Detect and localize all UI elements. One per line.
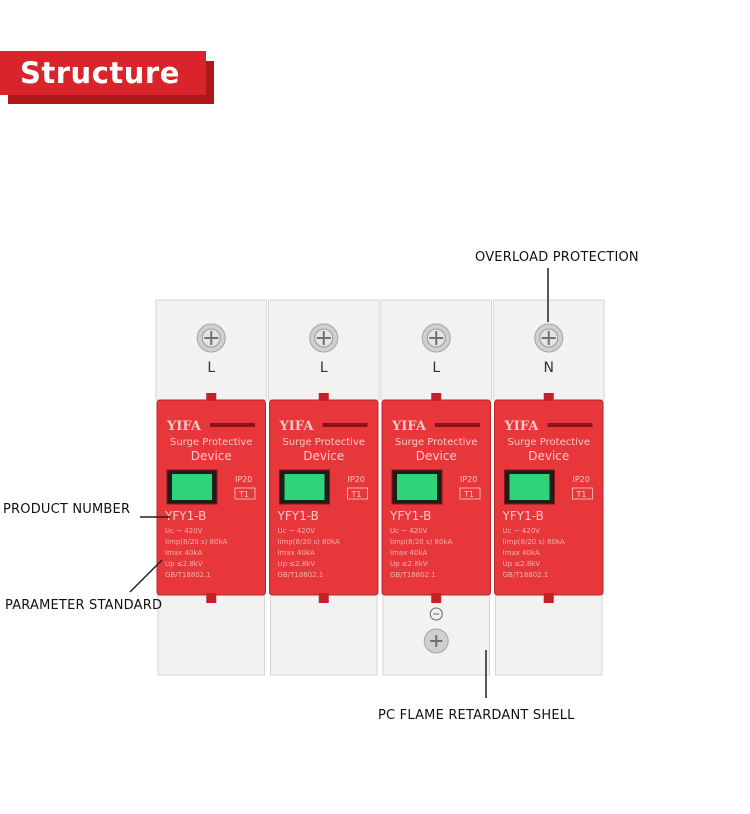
spec-line: Uc ~ 420V bbox=[503, 527, 541, 535]
spec-line: Imax 40kA bbox=[278, 549, 316, 557]
spec-line: GB/T18802.1 bbox=[390, 571, 436, 579]
spec-line: Iimp(8/20 s) 80kA bbox=[165, 538, 228, 546]
overload-indicator-icon bbox=[172, 474, 212, 500]
title-box: Structure bbox=[0, 51, 206, 95]
spec-line: Up ≤2.8kV bbox=[278, 560, 316, 568]
spec-line: Uc ~ 420V bbox=[278, 527, 316, 535]
spec-line: GB/T18802.1 bbox=[165, 571, 211, 579]
brand-text: YIFA bbox=[279, 419, 315, 434]
spec-line: Up ≤2.8kV bbox=[390, 560, 428, 568]
brand-text: YIFA bbox=[166, 419, 202, 434]
model-number: YFY1-B bbox=[164, 509, 206, 523]
ip-rating: IP20 bbox=[573, 475, 590, 484]
callout-overload-protection: OVERLOAD PROTECTION bbox=[475, 250, 639, 265]
pole-letter: L bbox=[320, 360, 328, 376]
overload-indicator-icon bbox=[397, 474, 437, 500]
ip-rating: IP20 bbox=[235, 475, 252, 484]
model-number: YFY1-B bbox=[502, 509, 544, 523]
spec-line: Iimp(8/20 s) 80kA bbox=[278, 538, 341, 546]
spec-line: GB/T18802.1 bbox=[503, 571, 549, 579]
class-mark: T1 bbox=[463, 490, 474, 499]
brand-text: YIFA bbox=[391, 419, 427, 434]
class-mark: T1 bbox=[238, 490, 249, 499]
label-line2: Device bbox=[303, 449, 344, 463]
section-title-banner: Structure bbox=[0, 51, 215, 105]
spec-line: Uc ~ 420V bbox=[390, 527, 428, 535]
spec-line: Iimp(8/20 s) 80kA bbox=[390, 538, 453, 546]
module-top-housing bbox=[155, 299, 267, 401]
pole-letter: L bbox=[207, 360, 215, 376]
overload-indicator-icon bbox=[284, 474, 325, 500]
module-bottom-housing bbox=[495, 594, 603, 676]
label-line1: Surge Protective bbox=[507, 437, 590, 448]
spec-line: Imax 40kA bbox=[503, 549, 541, 557]
label-line1: Surge Protective bbox=[395, 437, 478, 448]
spec-line: Iimp(8/20 s) 80kA bbox=[503, 538, 566, 546]
class-mark: T1 bbox=[576, 490, 587, 499]
brand-text: YIFA bbox=[504, 419, 540, 434]
module-bottom-housing bbox=[270, 594, 378, 676]
ip-rating: IP20 bbox=[348, 475, 365, 484]
label-line1: Surge Protective bbox=[282, 437, 365, 448]
spec-line: Up ≤2.8kV bbox=[165, 560, 203, 568]
model-number: YFY1-B bbox=[277, 509, 319, 523]
module-bottom-housing bbox=[157, 594, 265, 676]
model-number: YFY1-B bbox=[389, 509, 431, 523]
spec-line: Up ≤2.8kV bbox=[503, 560, 541, 568]
label-line1: Surge Protective bbox=[170, 437, 253, 448]
spec-line: GB/T18802.1 bbox=[278, 571, 324, 579]
spec-line: Imax 40kA bbox=[165, 549, 203, 557]
ground-symbol-icon bbox=[429, 607, 443, 621]
callout-pc-shell: PC FLAME RETARDANT SHELL bbox=[378, 708, 575, 723]
callout-product-number: PRODUCT NUMBER bbox=[3, 502, 131, 517]
section-title: Structure bbox=[20, 56, 180, 90]
pole-letter: N bbox=[544, 360, 554, 376]
class-mark: T1 bbox=[351, 490, 362, 499]
overload-indicator-icon bbox=[509, 474, 550, 500]
ip-rating: IP20 bbox=[460, 475, 477, 484]
leader-parameter-standard bbox=[129, 559, 163, 593]
label-line2: Device bbox=[416, 449, 457, 463]
label-line2: Device bbox=[191, 449, 232, 463]
callout-parameter-standard: PARAMETER STANDARD bbox=[5, 598, 163, 613]
spec-line: Imax 40kA bbox=[390, 549, 428, 557]
pole-letter: L bbox=[432, 360, 440, 376]
spec-line: Uc ~ 420V bbox=[165, 527, 203, 535]
label-line2: Device bbox=[528, 449, 569, 463]
